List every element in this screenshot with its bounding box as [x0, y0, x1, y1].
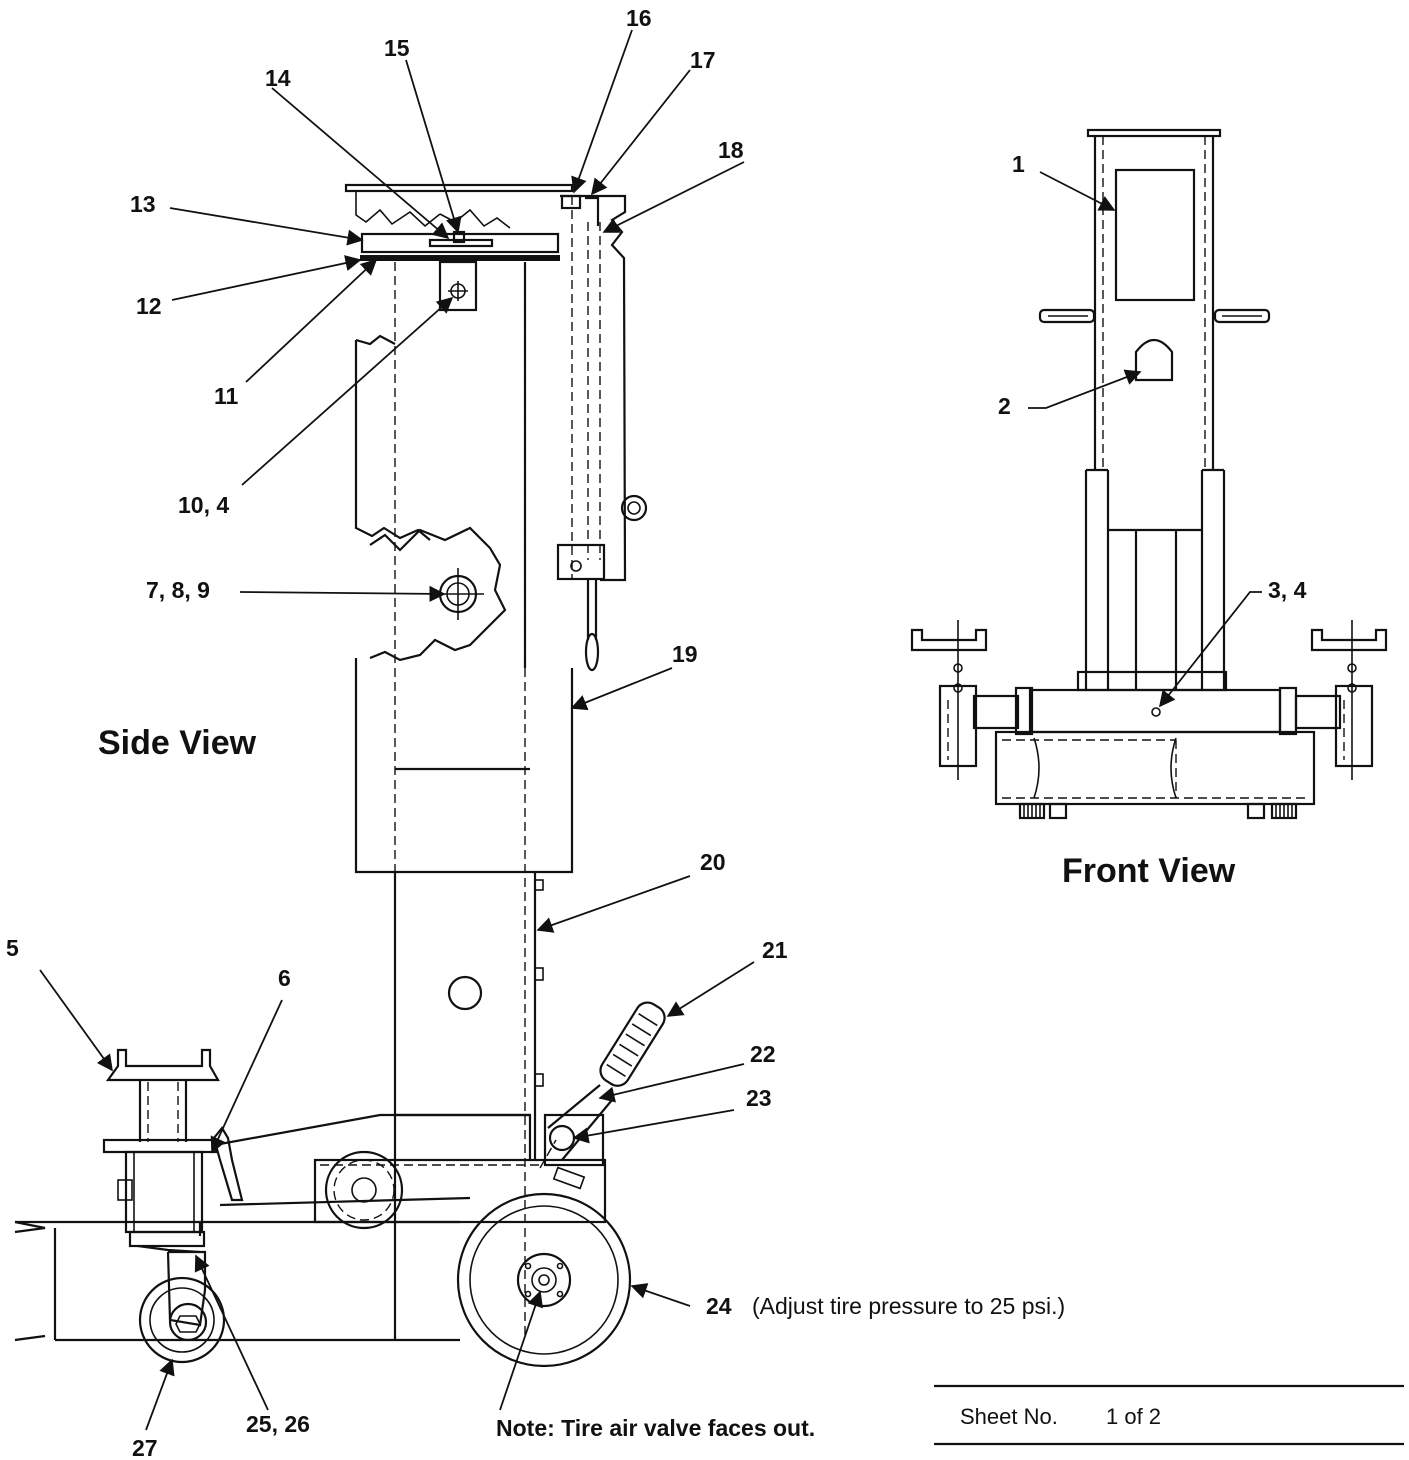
tire-valve-note: Note: Tire air valve faces out. — [496, 1415, 815, 1441]
sheet-value: 1 of 2 — [1106, 1404, 1161, 1429]
callout-17: 17 — [690, 47, 716, 73]
sheet-label: Sheet No. — [960, 1404, 1058, 1429]
callout-1: 1 — [1012, 151, 1025, 177]
callout-22: 22 — [750, 1041, 776, 1067]
callout-27: 27 — [132, 1435, 158, 1460]
callout-2: 2 — [998, 393, 1011, 419]
callout-10-4: 10, 4 — [178, 492, 229, 518]
side-view-title: Side View — [98, 724, 257, 762]
callout-15: 15 — [384, 35, 410, 61]
callout-24: 24 — [706, 1293, 732, 1319]
callout-7-8-9: 7, 8, 9 — [146, 577, 210, 603]
sheet-block: Sheet No. 1 of 2 — [934, 1384, 1404, 1446]
callout-13: 13 — [130, 191, 156, 217]
callout-12: 12 — [136, 293, 162, 319]
side-view-drawing — [14, 183, 666, 1368]
callout-18: 18 — [718, 137, 744, 163]
front-view-drawing — [910, 128, 1388, 820]
callout-20: 20 — [700, 849, 726, 875]
callout-14: 14 — [265, 65, 291, 91]
callout-5: 5 — [6, 935, 19, 961]
callout-23: 23 — [746, 1085, 772, 1111]
front-view-title: Front View — [1062, 852, 1236, 890]
callout-25-26: 25, 26 — [246, 1411, 310, 1437]
callout-16: 16 — [626, 5, 652, 31]
callout-21: 21 — [762, 937, 788, 963]
callout-6: 6 — [278, 965, 291, 991]
callout-24-note: (Adjust tire pressure to 25 psi.) — [752, 1293, 1065, 1319]
callout-19: 19 — [672, 641, 698, 667]
callout-11: 11 — [214, 383, 239, 409]
callout-3-4: 3, 4 — [1268, 577, 1307, 603]
leader-lines — [39, 29, 1262, 1431]
